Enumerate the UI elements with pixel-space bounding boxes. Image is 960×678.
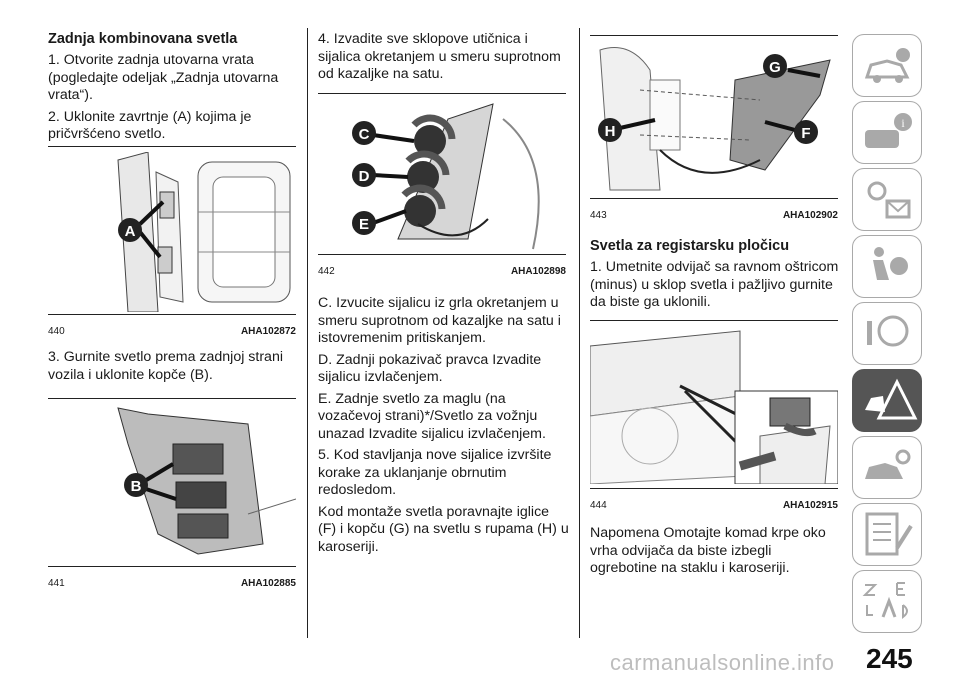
figure-rule (590, 488, 838, 489)
figure-444 (590, 326, 838, 484)
step-2: 2. Uklonite zavrtnje (A) kojima je pričv… (48, 108, 252, 143)
step-5: 5. Kod stavljanja nove sijalice izvršite… (318, 447, 552, 498)
step-e: E. Zadnje svetlo za maglu (na vozačevoj … (318, 390, 546, 442)
callout-b: B (131, 478, 142, 495)
step-d: D. Zadnji pokazivač pravca Izvadite sija… (318, 351, 542, 386)
figure-number: 441 (48, 578, 65, 589)
tab-warning-triangle[interactable] (852, 369, 922, 432)
figure-440: A (48, 152, 296, 312)
dashboard-info-icon: i (865, 113, 912, 148)
step-1: 1. Otvorite zadnja utovarna vrata (pogle… (48, 52, 279, 103)
figure-rule (48, 566, 296, 567)
figure-caption-443: 443 AHA102902 (590, 210, 838, 221)
callout-g: G (769, 59, 781, 76)
figure-442: C D E (318, 99, 566, 251)
callout-d: D (359, 168, 370, 185)
watermark: carmanualsonline.info (610, 650, 835, 675)
callout-e: E (359, 216, 369, 233)
figure-number: 443 (590, 210, 607, 221)
figure-441: B (48, 404, 296, 562)
figure-rule (318, 93, 566, 94)
figure-rule (48, 314, 296, 315)
figure-rule (590, 198, 838, 199)
figure-code: AHA102915 (782, 500, 838, 511)
callout-f: F (801, 125, 810, 142)
column-3-text: Svetla za registarsku pločicu 1. Umetnit… (590, 238, 842, 312)
callout-a: A (125, 223, 136, 240)
section-heading: Zadnja kombinovana svetla (48, 31, 238, 47)
figure-number: 440 (48, 326, 65, 337)
tab-safety-airbag[interactable] (852, 235, 922, 298)
car-info-icon (864, 48, 910, 83)
tab-dashboard-info[interactable]: i (852, 101, 922, 164)
figure-caption-444: 444 AHA102915 (590, 500, 838, 511)
callout-h: H (605, 123, 616, 140)
callout-c: C (359, 126, 370, 143)
figure-rule (48, 146, 296, 147)
figure-number: 442 (318, 266, 335, 277)
figure-caption-441: 441 AHA102885 (48, 578, 296, 589)
figure-rule (590, 320, 838, 321)
section-heading: Svetla za registarsku pločicu (590, 238, 790, 254)
safety-airbag-icon (873, 247, 908, 280)
tab-specs-list[interactable] (852, 503, 922, 566)
alphabet-index-icon (862, 582, 908, 620)
step-4: 4. Izvadite sve sklopove utičnica i sija… (318, 31, 561, 82)
tab-service-car[interactable] (852, 436, 922, 499)
step-1: 1. Umetnite odvijač sa ravnom oštricom (… (590, 259, 839, 310)
tab-steering-key[interactable] (852, 302, 922, 365)
figure-rule (48, 398, 296, 399)
figure-code: AHA102898 (510, 266, 566, 277)
tab-alphabet-index[interactable] (852, 570, 922, 633)
service-car-icon (865, 449, 911, 479)
steering-key-icon (867, 315, 909, 347)
note: Napomena Omotajte komad krpe oko vrha od… (590, 525, 826, 576)
specs-list-icon (865, 512, 913, 556)
figure-443: G H F (590, 40, 838, 195)
column-1: Zadnja kombinovana svetla 1. Otvorite za… (48, 0, 298, 144)
figure-caption-442: 442 AHA102898 (318, 266, 566, 277)
step-3: 3. Gurnite svetlo prema zadnjoj strani v… (48, 349, 283, 383)
svg-text:i: i (901, 116, 905, 130)
figure-caption-440: 440 AHA102872 (48, 326, 296, 337)
column-2-text: C. Izvucite sijalicu iz grla okretanjem … (318, 295, 570, 556)
figure-code: AHA102872 (240, 326, 296, 337)
column-divider (307, 28, 308, 638)
figure-code: AHA102885 (240, 578, 296, 589)
column-divider (579, 28, 580, 638)
lights-message-icon (867, 181, 911, 219)
step-c: C. Izvucite sijalicu iz grla okretanjem … (318, 295, 561, 346)
warning-triangle-icon (865, 378, 918, 420)
figure-code: AHA102902 (782, 210, 838, 221)
tab-lights-message[interactable] (852, 168, 922, 231)
step-6: Kod montaže svetla poravnajte iglice (F)… (318, 503, 569, 555)
figure-rule (590, 35, 838, 36)
figure-rule (318, 254, 566, 255)
figure-number: 444 (590, 500, 607, 511)
page-number: 245 (866, 643, 913, 674)
tab-car-info[interactable] (852, 34, 922, 97)
